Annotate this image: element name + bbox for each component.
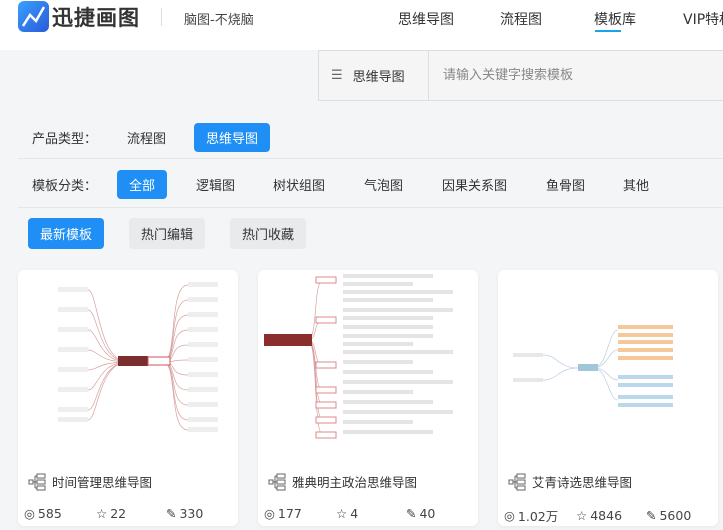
- sort-hot-fav[interactable]: 热门收藏: [230, 218, 307, 249]
- category-logic[interactable]: 逻辑图: [196, 179, 236, 194]
- mindmap-icon: [268, 473, 286, 490]
- logo-text: 迅捷画图: [52, 5, 140, 30]
- edit-count: 40: [419, 506, 436, 521]
- sort-hot-edit[interactable]: 热门编辑: [129, 218, 206, 249]
- logo-chart-icon: [18, 1, 49, 32]
- nav-vip[interactable]: VIP特权: [683, 12, 723, 28]
- search-category-select[interactable]: ☰ 思维导图: [319, 51, 429, 100]
- search-bar: ☰ 思维导图: [318, 50, 723, 101]
- slogan: 脑图-不烧脑: [184, 13, 254, 28]
- card-title-text: 时间管理思维导图: [52, 475, 153, 490]
- card-title[interactable]: 雅典明主政治思维导图: [268, 472, 417, 491]
- template-card[interactable]: 艾青诗选思维导图 ◎1.02万 ☆4846 ✎5600: [498, 270, 718, 526]
- category-causal[interactable]: 因果关系图: [442, 179, 508, 194]
- search-category-label: 思维导图: [352, 70, 405, 85]
- view-count: 585: [37, 506, 62, 521]
- star-icon[interactable]: ☆: [576, 508, 588, 523]
- product-mindmap[interactable]: 思维导图: [194, 123, 271, 152]
- star-count: 4: [350, 506, 359, 521]
- category-other[interactable]: 其他: [623, 179, 650, 194]
- star-count: 4846: [590, 508, 623, 523]
- view-count: 177: [277, 506, 302, 521]
- edit-icon[interactable]: ✎: [646, 508, 657, 523]
- nav-active-underline: [595, 30, 621, 32]
- card-title[interactable]: 艾青诗选思维导图: [508, 472, 632, 491]
- template-thumbnail[interactable]: [18, 270, 238, 440]
- card-stats: ◎1.02万 ☆4846 ✎5600: [504, 506, 714, 525]
- top-header: 迅捷画图 脑图-不烧脑 思维导图 流程图 模板库 VIP特权: [0, 0, 723, 50]
- edit-icon[interactable]: ✎: [166, 506, 177, 521]
- category-bubble[interactable]: 气泡图: [364, 179, 404, 194]
- category-label: 模板分类：: [32, 179, 98, 194]
- star-icon[interactable]: ☆: [96, 506, 108, 521]
- view-count: 1.02万: [517, 509, 559, 524]
- template-thumbnail[interactable]: [498, 270, 718, 440]
- star-count: 22: [110, 506, 127, 521]
- mindmap-icon: [28, 473, 46, 490]
- sort-newest[interactable]: 最新模板: [28, 218, 105, 249]
- template-card[interactable]: 时间管理思维导图 ◎585 ☆22 ✎330: [18, 270, 238, 526]
- search-input[interactable]: [429, 51, 723, 100]
- divider: [161, 8, 162, 26]
- eye-icon: ◎: [504, 508, 515, 523]
- star-icon[interactable]: ☆: [336, 506, 348, 521]
- card-stats: ◎177 ☆4 ✎40: [264, 506, 474, 521]
- edit-count: 330: [179, 506, 204, 521]
- eye-icon: ◎: [24, 506, 35, 521]
- category-tree[interactable]: 树状组图: [273, 179, 326, 194]
- nav-templates[interactable]: 模板库: [594, 12, 636, 28]
- card-title-text: 雅典明主政治思维导图: [292, 475, 418, 490]
- card-title[interactable]: 时间管理思维导图: [28, 472, 152, 491]
- nav-mindmap[interactable]: 思维导图: [398, 12, 454, 28]
- filter-panel: 产品类型： 流程图 思维导图 模板分类： 全部 逻辑图 树状组图 气泡图 因果关…: [0, 112, 723, 262]
- category-all[interactable]: 全部: [117, 170, 168, 199]
- menu-icon: ☰: [331, 68, 343, 83]
- category-fishbone[interactable]: 鱼骨图: [546, 179, 586, 194]
- nav-flowchart[interactable]: 流程图: [500, 12, 542, 28]
- logo[interactable]: 迅捷画图: [18, 1, 140, 32]
- edit-icon[interactable]: ✎: [406, 506, 417, 521]
- product-flowchart[interactable]: 流程图: [127, 132, 167, 147]
- template-card[interactable]: 雅典明主政治思维导图 ◎177 ☆4 ✎40: [258, 270, 478, 526]
- divider: [18, 158, 723, 159]
- card-title-text: 艾青诗选思维导图: [532, 475, 633, 490]
- eye-icon: ◎: [264, 506, 275, 521]
- divider: [18, 207, 723, 208]
- edit-count: 5600: [659, 508, 692, 523]
- product-type-label: 产品类型：: [32, 132, 98, 147]
- template-thumbnail[interactable]: [258, 270, 478, 440]
- mindmap-icon: [508, 473, 526, 490]
- card-stats: ◎585 ☆22 ✎330: [24, 506, 234, 521]
